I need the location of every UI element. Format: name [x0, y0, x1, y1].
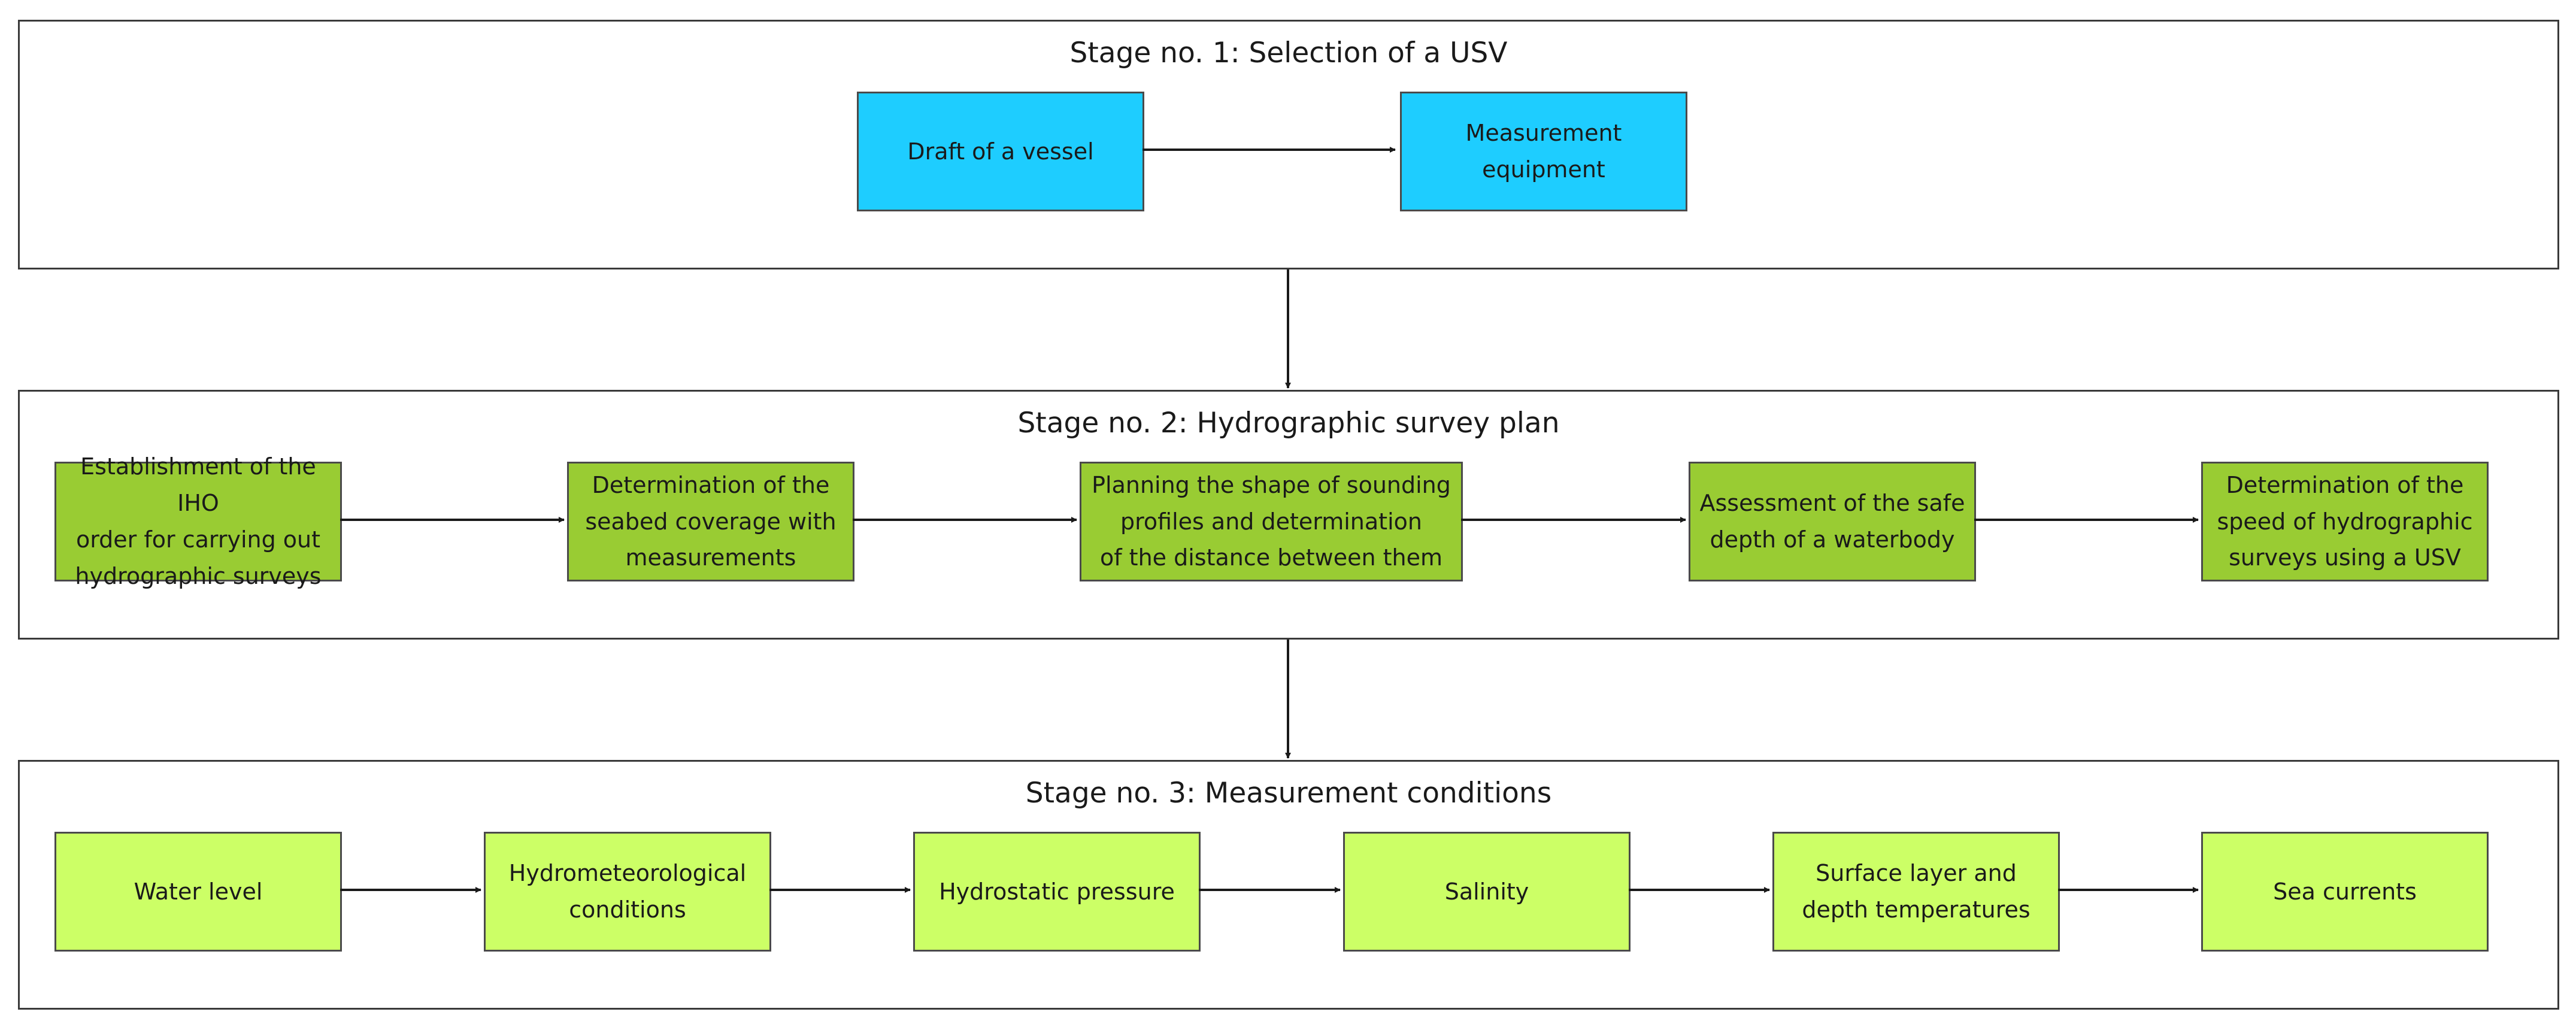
node-safe-depth: Assessment of the safe depth of a waterb…: [1689, 462, 1976, 581]
node-iho-order: Establishment of the IHO order for carry…: [54, 453, 342, 589]
node-hydrometeorological-conditions: Hydrometeorological conditions: [484, 832, 771, 952]
node-water-level: Water level: [54, 832, 342, 952]
stage-2-title: Stage no. 2: Hydrographic survey plan: [1017, 407, 1560, 440]
stage-3-title: Stage no. 3: Measurement conditions: [1025, 777, 1552, 810]
stage-1-title: Stage no. 1: Selection of a USV: [1069, 37, 1508, 69]
node-sounding-profiles: Planning the shape of sounding profiles …: [1080, 462, 1463, 581]
node-temperatures: Surface layer and depth temperatures: [1772, 832, 2060, 952]
node-sea-currents: Sea currents: [2201, 832, 2489, 952]
node-salinity: Salinity: [1343, 832, 1631, 952]
node-measurement-equipment: Measurement equipment: [1400, 92, 1687, 211]
stage-1-container: Stage no. 1: Selection of a USV Draft of…: [18, 20, 2559, 269]
stage-3-container: Stage no. 3: Measurement conditions Wate…: [18, 760, 2559, 1010]
node-draft-of-vessel: Draft of a vessel: [857, 92, 1144, 211]
node-survey-speed: Determination of the speed of hydrograph…: [2201, 462, 2489, 581]
stage-2-container: Stage no. 2: Hydrographic survey plan Es…: [18, 390, 2559, 640]
node-hydrostatic-pressure: Hydrostatic pressure: [913, 832, 1201, 952]
node-seabed-coverage: Determination of the seabed coverage wit…: [567, 462, 854, 581]
